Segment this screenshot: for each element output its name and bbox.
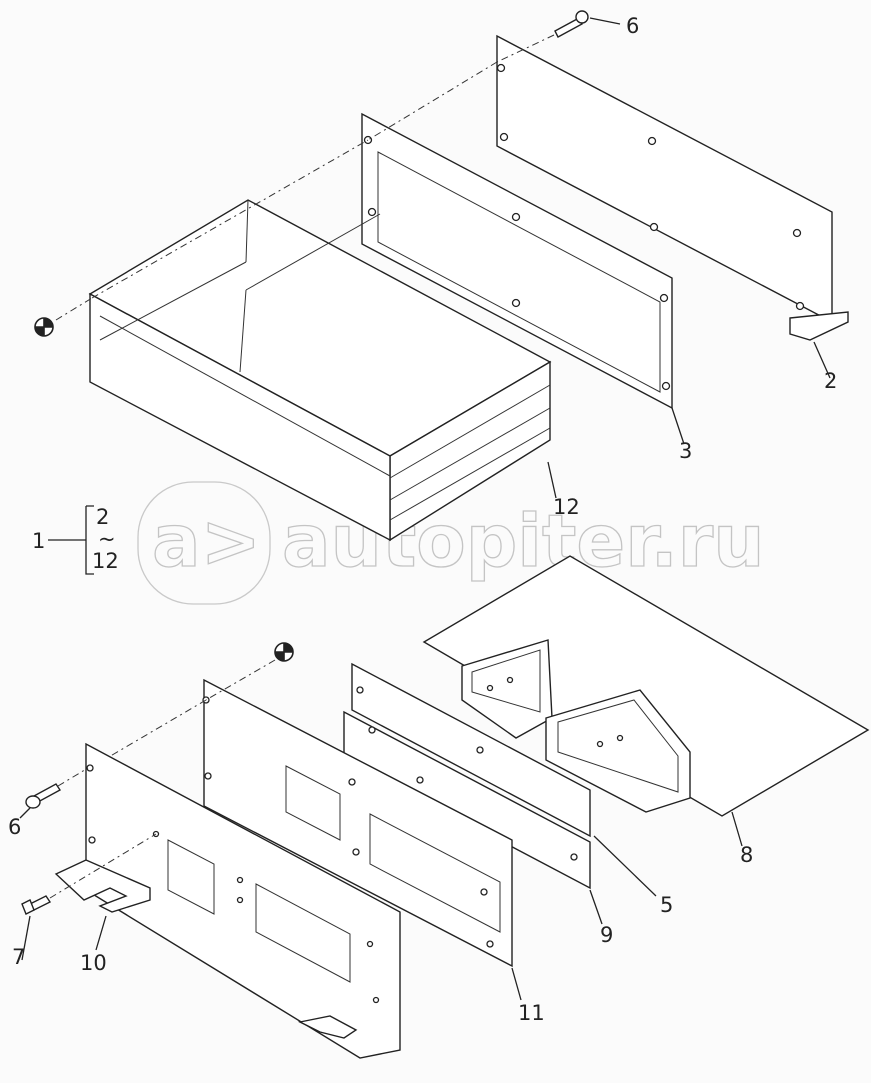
- callout-12: 12: [553, 495, 580, 519]
- reference-mark-icon-bottom: [274, 642, 294, 662]
- callout-3: 3: [679, 439, 692, 463]
- part-front-plate: [202, 678, 513, 968]
- part-housing: [88, 199, 552, 542]
- callout-9: 9: [600, 923, 613, 947]
- part-rear-cover-plate: [496, 34, 849, 341]
- callout-8: 8: [740, 843, 753, 867]
- callout-6-top: 6: [626, 14, 639, 38]
- screw-icon-top: [554, 10, 589, 38]
- watermark-logo-frame: [137, 481, 271, 605]
- callout-5: 5: [660, 893, 673, 917]
- bolt-icon: [21, 895, 52, 915]
- callout-2: 2: [824, 369, 837, 393]
- reference-mark-icon-top: [34, 317, 54, 337]
- watermark-logo-icon: a>: [152, 499, 261, 583]
- callout-6-lower: 6: [8, 815, 21, 839]
- leader-lines: [19, 17, 831, 1001]
- part-gasket-5: [351, 662, 591, 838]
- part-mounting-bracket: [54, 742, 401, 1059]
- part-circuit-board: [422, 555, 870, 817]
- assembly-range-to: 12: [92, 549, 119, 573]
- callout-labels: 6 2 3 12 1 8 5 9 11 10 6 7 2 ~ 12: [8, 14, 837, 1025]
- callout-7: 7: [12, 945, 25, 969]
- assembly-range-from: 2: [96, 505, 109, 529]
- part-gasket-9: [343, 710, 591, 890]
- callout-11: 11: [518, 1001, 545, 1025]
- callout-10: 10: [80, 951, 107, 975]
- assembly-range-sep: ~: [98, 527, 116, 551]
- callout-1: 1: [32, 529, 45, 553]
- screw-icon-lower: [25, 783, 62, 809]
